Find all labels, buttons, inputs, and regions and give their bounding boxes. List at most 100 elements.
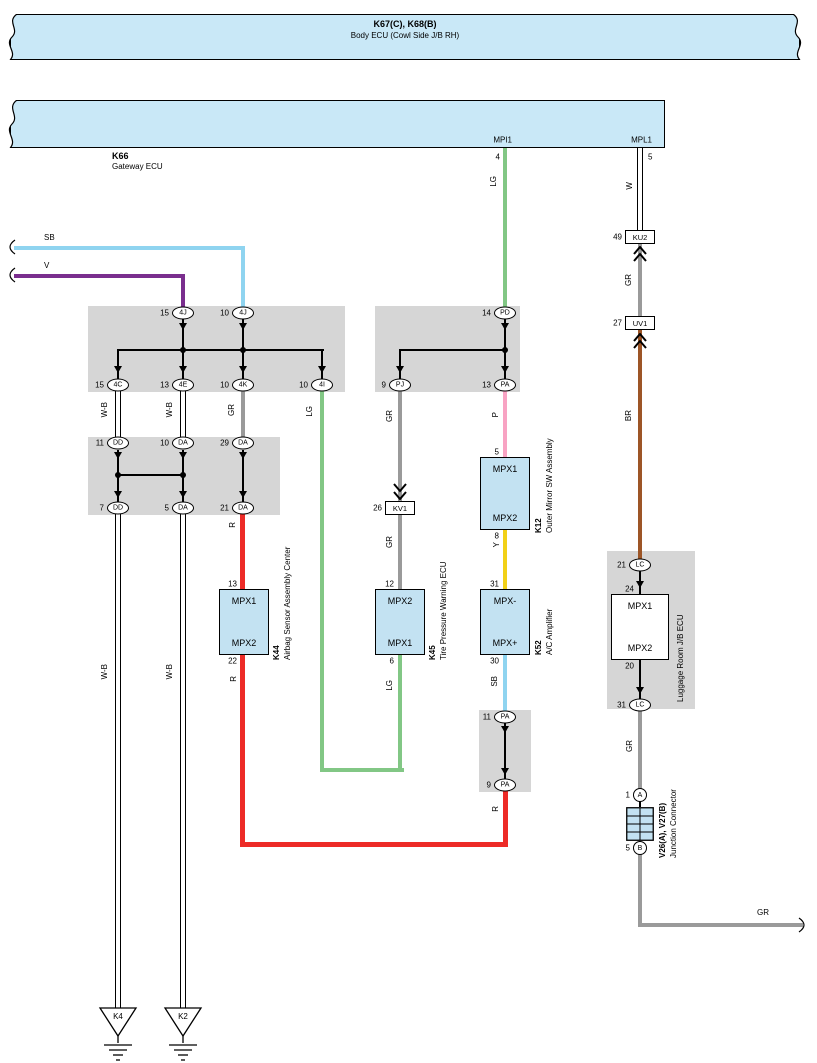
connector-da-1: DA — [172, 436, 194, 450]
pin-number: 31 — [617, 700, 626, 710]
wire-break-icon — [798, 917, 805, 933]
luggage-pin-top: 24 — [625, 584, 634, 594]
k45-pin-top: 12 — [385, 579, 394, 589]
wire-r-k44-v — [240, 655, 245, 847]
k12-pin-top: 5 — [494, 447, 499, 457]
wire-gr-kv1-k45 — [398, 513, 402, 589]
wire-label-gr: GR — [757, 908, 769, 917]
luggage-mpx-box: MPX1 MPX2 — [611, 594, 669, 660]
pin-number: 7 — [99, 503, 104, 513]
connector-uv1-pin: 27 — [613, 318, 622, 328]
banner-edge-squiggle — [792, 14, 807, 60]
jb1-bus — [117, 349, 324, 351]
wire-label-gr: GR — [227, 404, 236, 416]
arrow-down-icon — [114, 366, 122, 373]
connector-4i: 4I — [311, 378, 333, 392]
wire-gr-lc-junction — [638, 705, 642, 794]
wire-label-gr: GR — [385, 536, 394, 548]
chevron-up-icon — [633, 246, 647, 262]
wire-lg-h — [320, 768, 404, 772]
wire-gr-ku2-uv1 — [638, 237, 642, 323]
connector-dd-2: DD — [107, 501, 129, 515]
arrow-down-icon — [179, 452, 187, 459]
gateway-code: K66 — [112, 151, 129, 161]
connector-da-2: DA — [232, 436, 254, 450]
luggage-pin-bottom: 20 — [625, 661, 634, 671]
wire-wb-ground-k4 — [115, 508, 121, 1010]
wire-label-br: BR — [624, 410, 633, 422]
wire-lg-mpi1 — [503, 148, 507, 313]
junction-dot — [180, 347, 186, 353]
wire-w-mpl1 — [637, 148, 643, 237]
wire-break-icon — [9, 267, 16, 283]
pin-number: 11 — [482, 712, 491, 722]
k52-box: MPX- MPX+ — [480, 589, 530, 655]
k12-mpx1: MPX1 — [492, 464, 518, 474]
luggage-name: Luggage Room J/B ECU — [676, 614, 685, 702]
arrow-down-icon — [114, 491, 122, 498]
connector-pa-2: PA — [494, 710, 516, 724]
jb1-line — [117, 350, 119, 379]
pin-number: 9 — [486, 780, 491, 790]
jb3-bus — [399, 349, 506, 351]
connector-4j-a: 4J — [172, 306, 194, 320]
arrow-down-icon — [239, 491, 247, 498]
wire-sb-k52-pa — [503, 655, 507, 723]
pin-number: 21 — [220, 503, 229, 513]
connector-ku2-pin: 49 — [613, 232, 622, 242]
k52-pin-bottom: 30 — [490, 656, 499, 666]
k12-code: K12 — [534, 518, 543, 533]
luggage-line — [639, 660, 641, 699]
arrow-down-icon — [318, 366, 326, 373]
k52-code: K52 — [534, 640, 543, 655]
wire-y-k12-k52 — [503, 530, 507, 589]
wire-lg-k45-v — [398, 655, 402, 772]
gateway-bus-mpl1: MPL1 — [631, 135, 652, 145]
junction-connector-grid — [626, 807, 654, 841]
wire-label-sb: SB — [44, 233, 55, 242]
junction-dot — [115, 472, 121, 478]
arrow-down-icon — [636, 687, 644, 694]
banner-edge-squiggle — [3, 14, 18, 60]
ground-icon: K4 — [98, 1007, 138, 1061]
junction-code: V26(A), V27(B) — [658, 802, 667, 858]
pin-number: 1 — [625, 790, 630, 800]
luggage-mpx1: MPX1 — [627, 601, 653, 611]
arrow-down-icon — [179, 323, 187, 330]
k12-box: MPX1 MPX2 — [480, 457, 530, 530]
connector-pd: PD — [494, 306, 516, 320]
connector-uv1: UV1 — [625, 316, 655, 330]
junction-connector-label: V26(A), V27(B) Junction Connector — [658, 768, 680, 858]
pin-number: 5 — [164, 503, 169, 513]
jb4-line — [504, 723, 506, 779]
connector-kv1-pin: 26 — [373, 503, 382, 513]
arrow-down-icon — [501, 768, 509, 775]
connector-4k: 4K — [232, 378, 254, 392]
junction-dot — [502, 347, 508, 353]
wire-sb-h — [14, 246, 245, 250]
gateway-pin-5: 5 — [648, 152, 653, 162]
pin-number: 11 — [95, 438, 104, 448]
wire-p-pa-k12 — [503, 385, 507, 457]
banner-edge-squiggle — [3, 100, 18, 148]
gateway-ecu-banner — [10, 100, 665, 148]
jb1-line — [321, 350, 323, 379]
wire-label-r: R — [229, 676, 238, 682]
arrow-down-icon — [501, 323, 509, 330]
k44-code: K44 — [272, 645, 281, 660]
k12-label: K12 Outer Mirror SW Assembly — [534, 398, 556, 533]
ground-icon: K2 — [163, 1007, 203, 1061]
arrow-down-icon — [396, 366, 404, 373]
connector-pj: PJ — [389, 378, 411, 392]
k52-label: K52 A/C Amplifier — [534, 550, 556, 655]
wire-label-p: P — [491, 412, 500, 418]
k44-label: K44 Airbag Sensor Assembly Center — [272, 505, 294, 660]
gateway-bus-mpi1: MPI1 — [493, 135, 512, 145]
wire-r-pa-v — [503, 790, 508, 847]
body-ecu-name: Body ECU (Cowl Side J/B RH) — [350, 31, 460, 40]
luggage-label: Luggage Room J/B ECU — [676, 552, 687, 702]
k44-box: MPX1 MPX2 — [219, 589, 269, 655]
pin-number: 10 — [160, 438, 169, 448]
wire-label-r: R — [491, 806, 500, 812]
k52-name: A/C Amplifier — [544, 608, 554, 655]
